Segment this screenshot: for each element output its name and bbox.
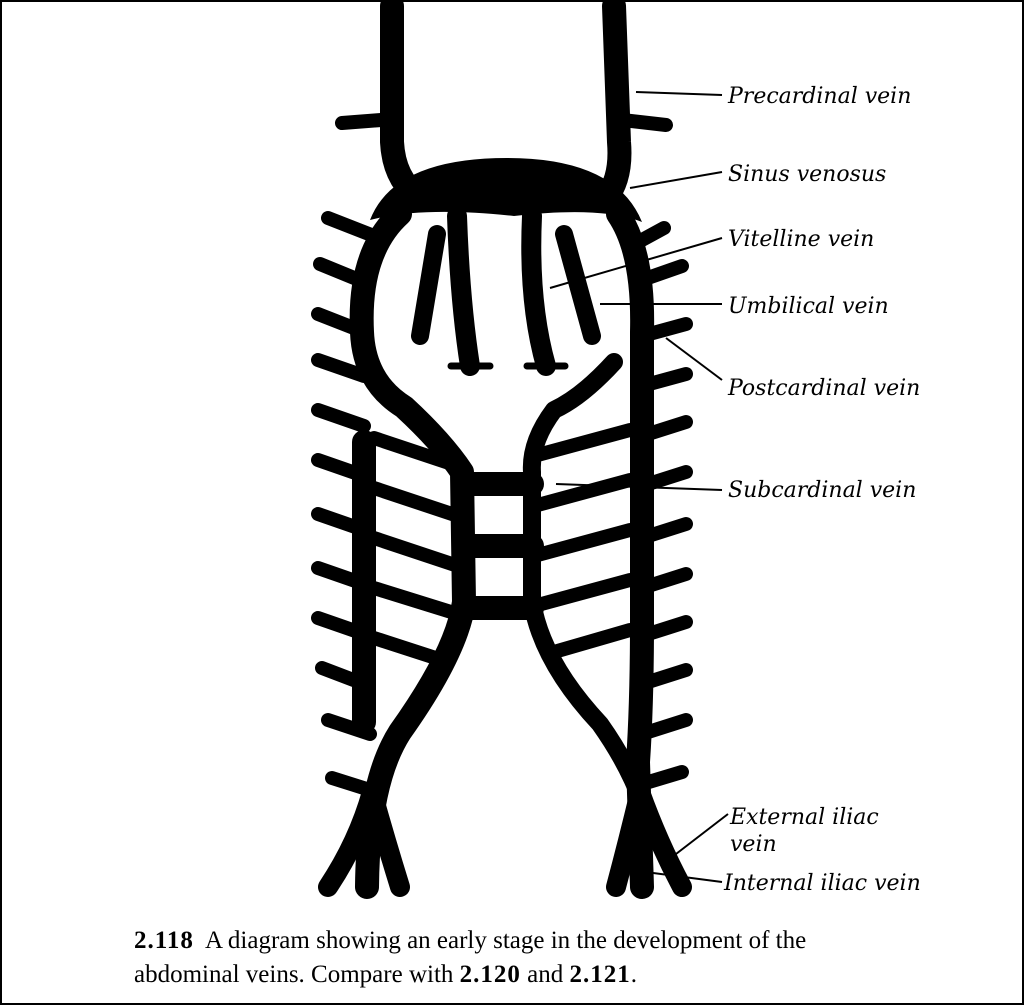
caption-ref-1: 2.120 xyxy=(460,961,521,988)
caption-line-2: abdominal veins. Compare with 2.120 and … xyxy=(134,958,1024,992)
vitelline-veins xyxy=(451,216,565,366)
right-ladder-anastomoses xyxy=(534,430,630,652)
label-umbilical-vein: Umbilical vein xyxy=(728,294,889,319)
caption-text-line-1: A diagram showing an early stage in the … xyxy=(205,927,806,954)
label-subcardinal-vein: Subcardinal vein xyxy=(728,478,916,503)
caption-text-line-2a: abdominal veins. Compare with xyxy=(134,961,460,988)
label-precardinal-vein: Precardinal vein xyxy=(727,84,911,109)
label-postcardinal-vein: Postcardinal vein xyxy=(727,376,920,401)
iliac-bifurcations xyxy=(328,792,682,887)
caption-text-line-2b: and xyxy=(521,961,570,988)
caption-ref-2: 2.121 xyxy=(570,961,631,988)
label-external-iliac-vein-line2: vein xyxy=(730,832,777,857)
subcardinal-veins xyxy=(364,442,532,722)
label-vitelline-vein: Vitelline vein xyxy=(728,227,874,252)
label-internal-iliac-vein: Internal iliac vein xyxy=(723,871,921,896)
umbilical-vein-stubs xyxy=(420,234,592,336)
caption-line-1: 2.118 A diagram showing an early stage i… xyxy=(134,924,1024,958)
figure-caption: 2.118 A diagram showing an early stage i… xyxy=(134,924,1024,992)
figure-number: 2.118 xyxy=(134,927,194,954)
caption-text-line-2c: . xyxy=(631,961,637,988)
label-external-iliac-vein-line1: External iliac xyxy=(729,805,879,830)
label-sinus-venosus: Sinus venosus xyxy=(728,162,886,187)
